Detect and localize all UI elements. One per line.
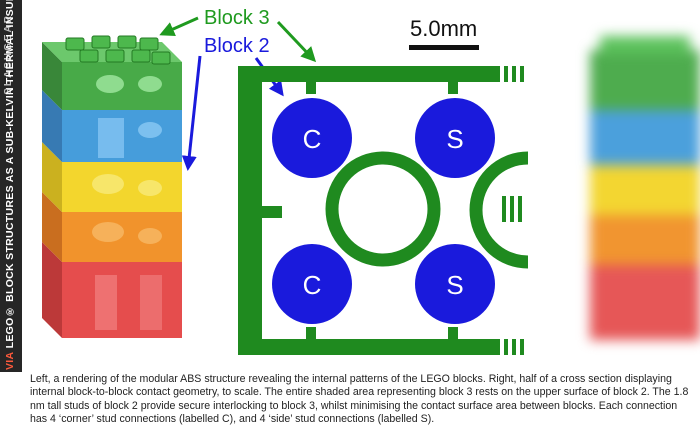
section-partial-tube [469,151,529,269]
arrow-block3-to-stack [159,16,199,36]
studs: C S C S [272,98,495,324]
section-mid-stub [250,206,282,218]
section-top-wall [238,66,500,82]
section-connector-4 [448,327,458,339]
section-connector-1 [306,82,316,94]
section-bottom-wall [238,339,500,355]
label-block2: Block 2 [204,35,270,57]
block-red [42,242,182,338]
block-blue [42,90,182,162]
stud-label: S [446,124,463,154]
stud-side-top-right [415,98,495,178]
stud-label: C [303,270,322,300]
diagram-svg: Block 3 Block 2 5.0mm [42,7,529,355]
stud-side-bottom-right [415,244,495,324]
stud-label: S [446,270,463,300]
section-top-dashes [504,66,524,82]
scale-bar-label: 5.0mm [410,16,477,41]
top-studs [65,35,171,65]
section-bottom-dashes [504,339,524,355]
section-left-wall [238,66,250,355]
stud-label: C [303,124,322,154]
annotations: Block 3 Block 2 [159,7,317,171]
label-block3: Block 3 [204,7,270,29]
stud-corner-top-left [272,98,352,178]
section-connector-2 [448,82,458,94]
section-right-dashes [502,196,522,222]
section-connector-3 [306,327,316,339]
arrow-block2-to-stack [181,55,202,171]
blurred-stack-duplicate [590,36,700,340]
stud-corner-bottom-left [272,244,352,324]
block-orange [42,192,182,262]
section-center-tube [325,151,441,267]
side-banner: SLASHGEAR VIA LEGO® BLOCK STRUCTURES AS … [0,0,22,372]
lego-stack-rendering [42,35,182,338]
scale-bar: 5.0mm [409,16,479,50]
cross-section [238,66,529,355]
arrow-block3-to-section [276,20,317,63]
block-yellow [42,142,182,212]
figure-caption: Left, a rendering of the modular ABS str… [30,373,689,425]
scale-bar-line [409,45,479,50]
